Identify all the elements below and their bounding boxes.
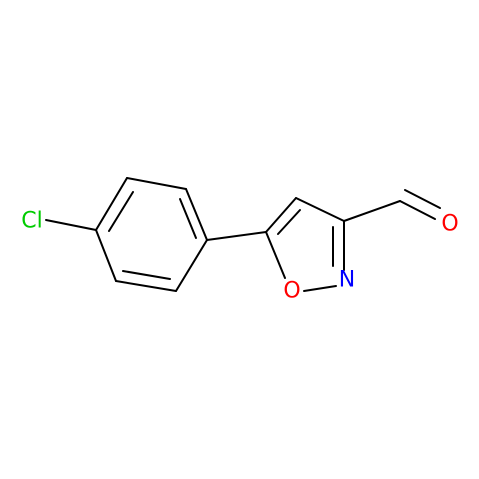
- isoxazole-ring: [265, 197, 345, 292]
- bond-c6-c1: [95, 229, 117, 282]
- ring-nitrogen-label: N: [339, 268, 355, 293]
- bond-c4-c5: [175, 239, 208, 292]
- bond-cho-o: [399, 200, 436, 220]
- bond-o-c5: [265, 231, 286, 279]
- bond-c4-c3-iso: [295, 197, 345, 222]
- bond-c5-c4-iso: [265, 197, 297, 233]
- bond-cho-o-double: [404, 189, 441, 209]
- aldehyde-oxygen-label: O: [441, 212, 458, 237]
- aldehyde-group: [343, 189, 441, 222]
- ring-oxygen-label: O: [283, 279, 300, 304]
- bond-c3-c4-inner: [179, 198, 197, 239]
- bond-phenyl-isoxazole: [206, 231, 267, 241]
- bond-c5-c4-iso-inner: [277, 209, 301, 235]
- chlorophenyl-ring: [45, 177, 208, 292]
- bond-c2-c3: [126, 177, 187, 190]
- bond-c5-c6: [115, 280, 177, 292]
- bond-n-o: [303, 285, 337, 292]
- bond-c1-c2-inner: [108, 191, 134, 232]
- bond-c5-c6-inner: [122, 270, 171, 280]
- chlorine-label: Cl: [21, 209, 42, 234]
- bond-c1-c2: [95, 177, 128, 231]
- bond-c3-cho: [343, 200, 401, 222]
- bond-cl-c1: [45, 219, 97, 231]
- bond-c3-c4: [185, 188, 208, 241]
